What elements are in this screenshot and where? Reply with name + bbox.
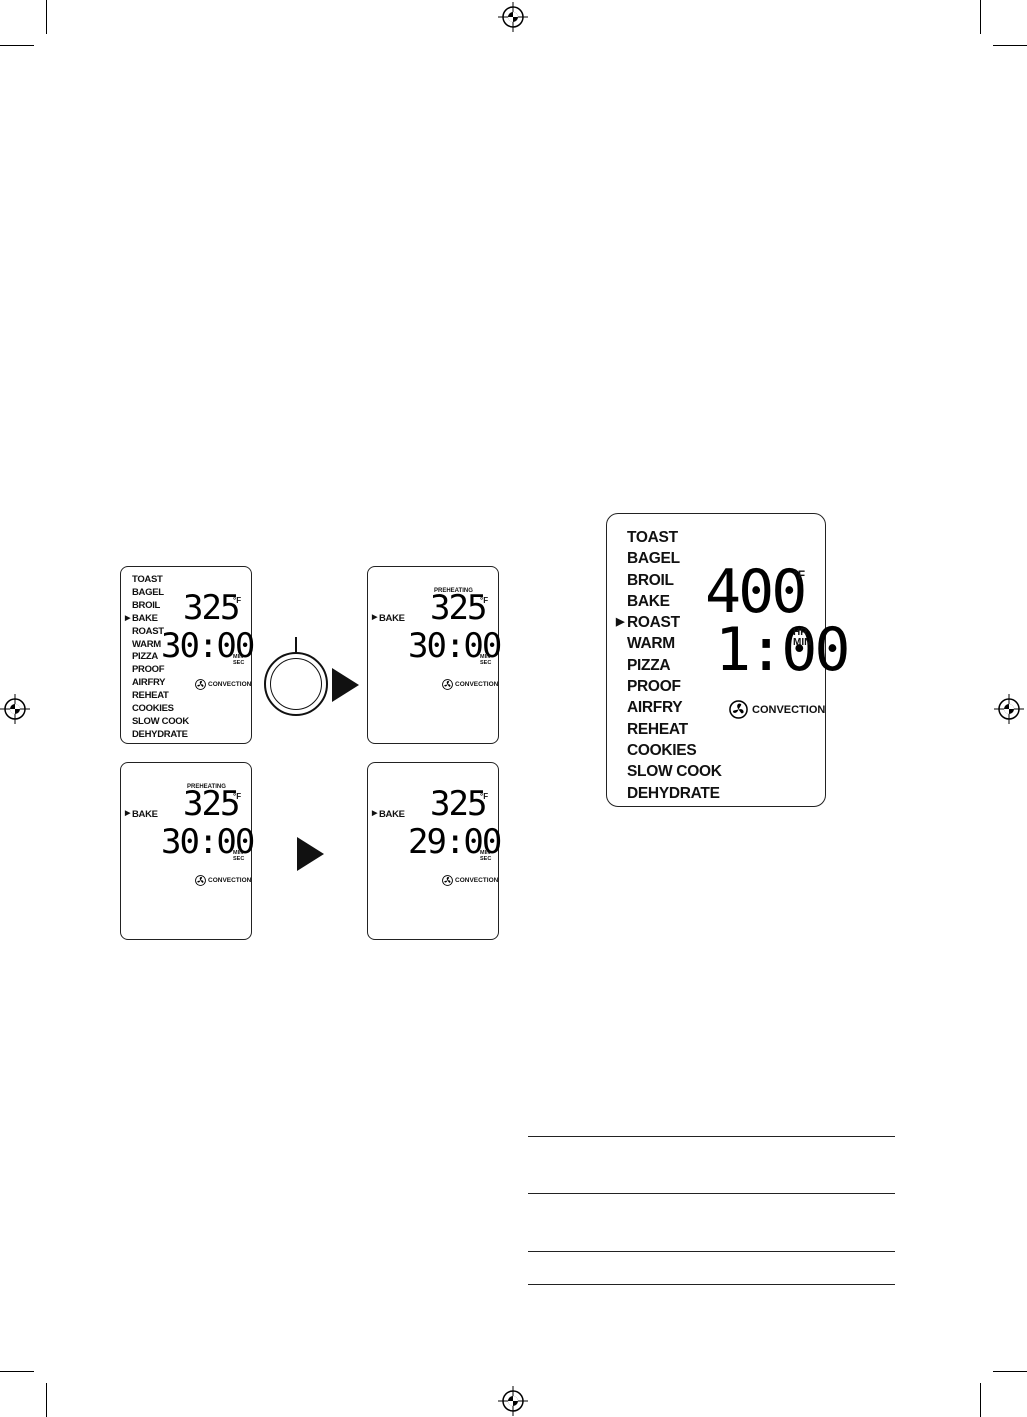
crop-mark (0, 45, 34, 46)
registration-mark-icon (498, 2, 528, 32)
crop-mark (46, 1383, 47, 1417)
time-unit-hr: HR (793, 627, 808, 638)
menu-item: PROOF (627, 678, 681, 696)
menu-item: PROOF (132, 664, 165, 676)
menu-item: BAGEL (132, 586, 164, 598)
preheating-label: PREHEATING (434, 588, 473, 594)
convection-indicator: CONVECTION (195, 875, 251, 886)
function-menu: TOAST BAGEL BROIL BAKE ▶ROAST WARM PIZZA… (616, 527, 722, 804)
fan-icon (195, 679, 206, 690)
step-arrow-icon (332, 668, 359, 702)
table-rule (528, 1193, 895, 1195)
menu-item: PIZZA (627, 656, 671, 674)
menu-item: SLOW COOK (132, 715, 189, 727)
fan-icon (442, 679, 453, 690)
time-unit-min: MIN (233, 654, 244, 660)
menu-item: DEHYDRATE (132, 728, 188, 740)
menu-item: SLOW COOK (627, 763, 722, 781)
fan-icon (195, 875, 206, 886)
time-unit-sec: SEC (233, 856, 245, 862)
menu-item: DEHYDRATE (627, 784, 720, 802)
table-rule (528, 1251, 895, 1253)
menu-item: BAKE (627, 592, 670, 610)
menu-item: TOAST (132, 574, 163, 585)
fan-icon (729, 700, 748, 719)
table-rule (528, 1284, 895, 1286)
crop-mark (0, 1371, 34, 1372)
time-unit-min: MIN (480, 654, 491, 660)
menu-item: REHEAT (627, 720, 688, 738)
lcd-panel-e: TOAST BAGEL BROIL BAKE ▶ROAST WARM PIZZA… (606, 513, 850, 807)
lcd-panel-c: PREHEATING ▶BAKE 325 °F 30:00 MIN SEC CO… (120, 762, 255, 940)
crop-mark (46, 0, 47, 34)
menu-item: TOAST (627, 529, 678, 546)
preheating-label: PREHEATING (187, 784, 226, 790)
registration-mark-icon (0, 694, 30, 724)
crop-mark (993, 45, 1027, 46)
registration-mark-icon (498, 1386, 528, 1416)
time-unit-min: MIN (233, 850, 244, 856)
menu-item: ROAST (132, 625, 164, 637)
time-readout: 30:00 (161, 626, 255, 666)
function-menu: TOAST BAGEL BROIL ▶BAKE ROAST WARM PIZZA… (125, 574, 189, 742)
convection-indicator: CONVECTION (442, 679, 498, 690)
time-unit-min: MIN (793, 637, 812, 648)
registration-mark-icon (994, 694, 1024, 724)
temperature-readout: 325 (183, 784, 240, 824)
selection-pointer-icon: ▶ (125, 810, 131, 817)
control-knob[interactable] (264, 652, 328, 716)
menu-item: BROIL (627, 571, 674, 589)
selected-function: ▶BAKE (372, 613, 405, 624)
crop-mark (980, 1383, 981, 1417)
temperature-unit: °F (480, 792, 489, 801)
table-rule (528, 1136, 895, 1138)
time-unit-min: MIN (480, 850, 491, 856)
time-readout: 30:00 (408, 626, 502, 666)
menu-item: BROIL (132, 599, 161, 611)
crop-mark (993, 1371, 1027, 1372)
time-readout: 1:00 (715, 615, 850, 685)
knob-indicator-line (295, 637, 297, 653)
temperature-unit: °F (793, 568, 806, 582)
temperature-unit: °F (233, 792, 242, 801)
time-readout: 30:00 (161, 822, 255, 862)
menu-item-selected: BAKE (132, 612, 158, 624)
convection-indicator: CONVECTION (195, 679, 251, 690)
crop-mark (980, 0, 981, 34)
menu-item-selected: ROAST (627, 614, 680, 632)
temperature-unit: °F (233, 596, 242, 605)
time-unit-sec: SEC (233, 660, 245, 666)
selection-pointer-icon: ▶ (372, 810, 378, 817)
menu-item: WARM (132, 638, 161, 650)
temperature-readout: 400 (705, 557, 807, 627)
selection-pointer-icon: ▶ (372, 614, 378, 621)
convection-indicator: CONVECTION (442, 875, 498, 886)
lcd-panel-b: PREHEATING ▶BAKE 325 °F 30:00 MIN SEC CO… (367, 566, 502, 744)
time-unit-sec: SEC (480, 856, 492, 862)
menu-item: PIZZA (132, 651, 158, 663)
menu-item: BAGEL (627, 550, 680, 568)
menu-item: COOKIES (132, 703, 174, 715)
selected-function: ▶BAKE (125, 809, 158, 820)
menu-item: AIRFRY (627, 699, 683, 717)
temperature-readout: 325 (183, 588, 240, 628)
lcd-panel-a: TOAST BAGEL BROIL ▶BAKE ROAST WARM PIZZA… (120, 566, 255, 744)
menu-item: COOKIES (627, 741, 697, 759)
step-arrow-icon (297, 837, 324, 871)
time-unit-sec: SEC (480, 660, 492, 666)
lcd-panel-d: ▶BAKE 325 °F 29:00 MIN SEC CONVECTION (367, 762, 502, 940)
menu-item: WARM (627, 635, 675, 653)
temperature-readout: 325 (430, 588, 487, 628)
convection-indicator: CONVECTION (729, 700, 825, 719)
menu-item: AIRFRY (132, 677, 166, 689)
selection-pointer-icon: ▶ (125, 614, 131, 622)
menu-item: REHEAT (132, 690, 169, 702)
temperature-unit: °F (480, 596, 489, 605)
fan-icon (442, 875, 453, 886)
time-readout: 29:00 (408, 822, 502, 862)
selection-pointer-icon: ▶ (616, 616, 625, 629)
temperature-readout: 325 (430, 784, 487, 824)
selected-function: ▶BAKE (372, 809, 405, 820)
